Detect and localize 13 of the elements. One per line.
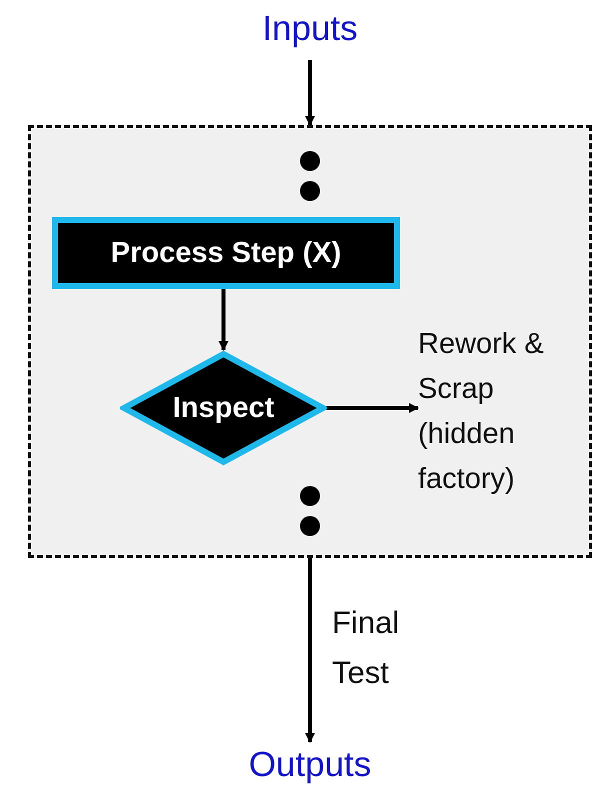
- process-label: Process Step (X): [110, 236, 342, 270]
- terminal-label: Outputs: [248, 745, 372, 785]
- dashed-boundary: [28, 125, 592, 558]
- process-box: [52, 217, 400, 289]
- arrow: [323, 403, 419, 413]
- decision-diamond: [120, 350, 327, 466]
- arrow: [305, 558, 315, 743]
- arrow: [218, 289, 228, 351]
- decision-label: Inspect: [172, 392, 274, 424]
- outcome-label: Rework & Scrap (hidden factory): [418, 327, 545, 497]
- edge-label: Final Test: [332, 604, 400, 692]
- arrow: [305, 60, 315, 126]
- terminal-label: Inputs: [262, 9, 358, 49]
